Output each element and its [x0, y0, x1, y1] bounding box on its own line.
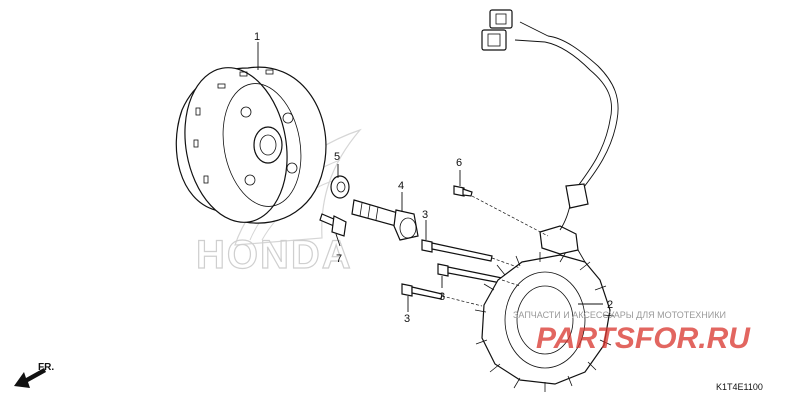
callout-6: 6 — [456, 157, 462, 169]
front-direction-indicator: FR. — [14, 362, 54, 388]
honda-logo-watermark: HONDA — [195, 128, 362, 278]
callout-3-lower: 3 — [404, 313, 410, 325]
stator-bolt-upper — [421, 239, 493, 262]
callout-4: 4 — [398, 180, 404, 192]
front-direction-label: FR. — [38, 362, 54, 373]
leader-lines — [257, 42, 603, 312]
stator-bolt-lower — [401, 283, 443, 300]
stator-bolt-middle — [437, 263, 503, 284]
callout-3-middle: 3 — [439, 291, 445, 303]
callout-3-upper: 3 — [422, 209, 428, 221]
callout-1: 1 — [254, 31, 260, 43]
callout-2: 2 — [607, 299, 613, 311]
washer — [330, 175, 350, 199]
flywheel-rotor — [175, 66, 327, 224]
shop-watermark-caption: ЗАПЧАСТИ И АКСЕССУАРЫ ДЛЯ МОТОТЕХНИКИ — [513, 310, 726, 320]
diagram-code: K1T4E1100 — [716, 382, 763, 392]
stator-assembly — [474, 9, 619, 392]
shop-watermark-brand: PARTSFOR.RU — [536, 322, 751, 355]
bolt-6 — [453, 185, 473, 197]
honda-logo-text: HONDA — [196, 233, 353, 277]
callout-7: 7 — [336, 253, 342, 265]
callout-5: 5 — [334, 151, 340, 163]
bolt-7 — [319, 213, 347, 237]
flywheel-bolt — [351, 199, 419, 241]
front-arrow-icon — [14, 368, 46, 388]
